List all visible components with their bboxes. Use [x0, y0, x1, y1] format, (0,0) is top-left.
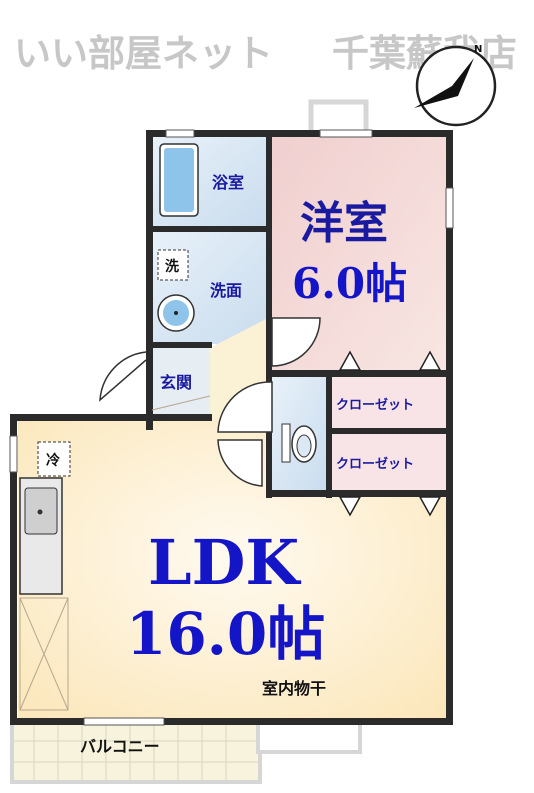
entrance-label: 玄関 — [160, 373, 192, 392]
walls — [10, 130, 453, 725]
ldk-size: 16.0帖 — [126, 600, 325, 668]
western-room-name: 洋室 — [300, 198, 388, 249]
bath-label: 浴室 — [212, 173, 244, 192]
fridge-mark: 冷 — [46, 452, 60, 469]
washroom-label: 洗面 — [210, 281, 242, 300]
closet-doors — [338, 350, 442, 517]
ldk-name: LDK — [148, 526, 301, 599]
toilet-icon — [281, 423, 317, 463]
closet-lower — [332, 434, 446, 490]
western-room-size: 6.0帖 — [292, 259, 407, 308]
balcony: バルコニー — [10, 718, 362, 784]
storage-cabinet — [19, 597, 69, 711]
bathtub-icon — [159, 143, 199, 217]
washer-space: 洗 — [157, 249, 189, 281]
indoor-drying-label: 室内物干 — [262, 679, 326, 698]
compass-icon: N — [414, 44, 497, 127]
closet-lower-label: クローゼット — [336, 456, 414, 472]
fridge-space: 冷 — [37, 441, 71, 477]
closet-upper — [332, 376, 446, 430]
compass-north-label: N — [474, 44, 482, 55]
windows — [9, 129, 454, 726]
washbasin-icon — [157, 294, 195, 332]
balcony-label: バルコニー — [80, 737, 160, 756]
site-name: いい部屋ネット — [14, 32, 273, 75]
door-swings — [99, 317, 321, 487]
entrance-step — [151, 395, 211, 411]
washer-mark: 洗 — [165, 258, 179, 275]
closet-upper-label: クローゼット — [336, 397, 414, 413]
kitchen-counter — [19, 477, 63, 595]
